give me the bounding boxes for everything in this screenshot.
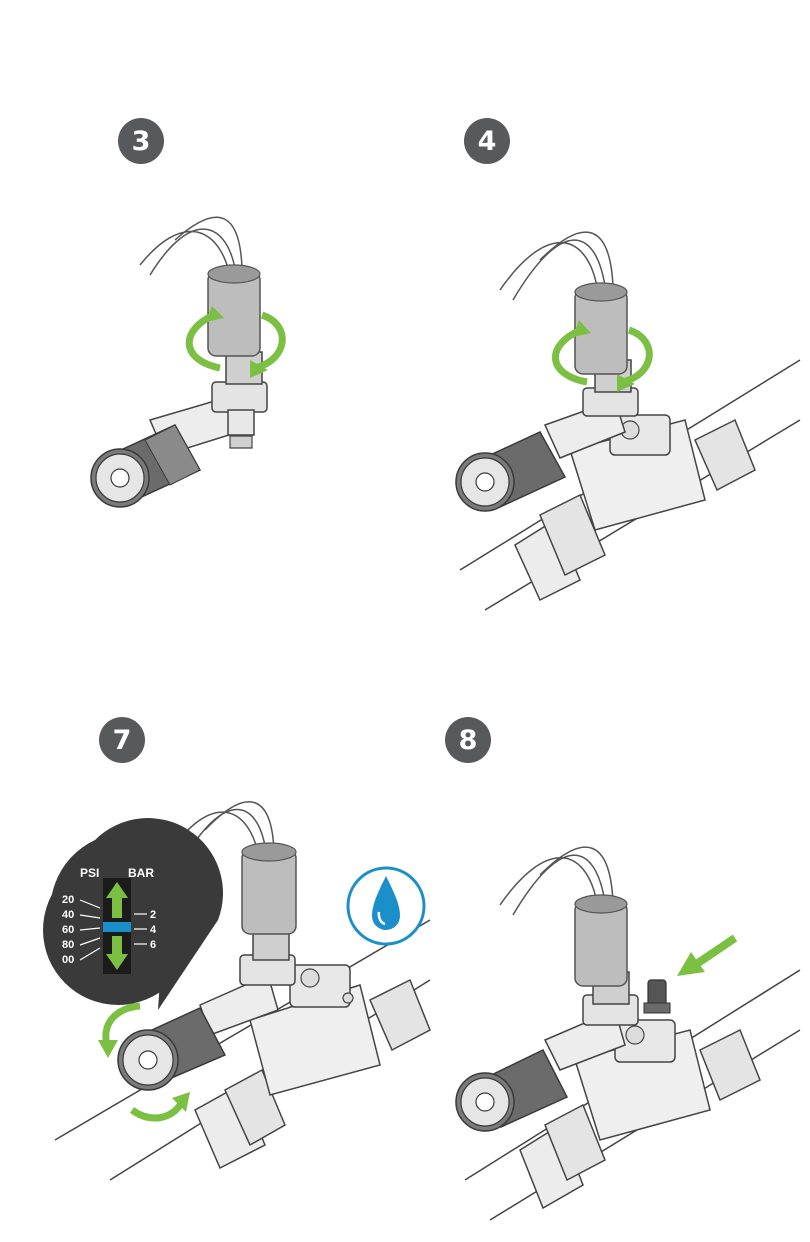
bar-label: BAR — [128, 866, 154, 880]
pointer-arrow-icon — [677, 934, 738, 976]
step-8-panel: 8 — [405, 620, 810, 1221]
step-3-badge: 3 — [118, 118, 164, 164]
bar-value: 4 — [150, 924, 157, 936]
step-4-illustration — [455, 231, 801, 611]
step-8-badge: 8 — [445, 717, 491, 763]
psi-value: 80 — [62, 939, 74, 951]
pressure-gauge-callout: PSI BAR 20 40 60 80 00 2 4 6 — [43, 818, 224, 1010]
rotate-arrows-icon — [98, 1002, 190, 1122]
psi-value: 60 — [62, 924, 74, 936]
step-7-badge: 7 — [99, 717, 145, 763]
psi-value: 40 — [62, 909, 74, 921]
step-3-panel: 3 — [0, 0, 405, 560]
rotate-arrows-icon — [185, 306, 286, 378]
step-4-badge: 4 — [464, 118, 510, 164]
step-8-illustration — [455, 846, 801, 1221]
psi-value: 20 — [62, 894, 74, 906]
bar-value: 6 — [150, 939, 156, 951]
step-7-panel: 7 — [0, 620, 431, 1181]
step-4-panel: 4 — [405, 0, 810, 611]
bar-value: 2 — [150, 909, 156, 921]
water-drop-icon — [346, 866, 426, 946]
psi-label: PSI — [80, 866, 99, 880]
step-3-illustration — [90, 216, 286, 508]
psi-value: 00 — [62, 954, 74, 966]
rotate-arrows-icon — [551, 320, 653, 392]
step-7-illustration: PSI BAR 20 40 60 80 00 2 4 6 — [43, 801, 431, 1181]
